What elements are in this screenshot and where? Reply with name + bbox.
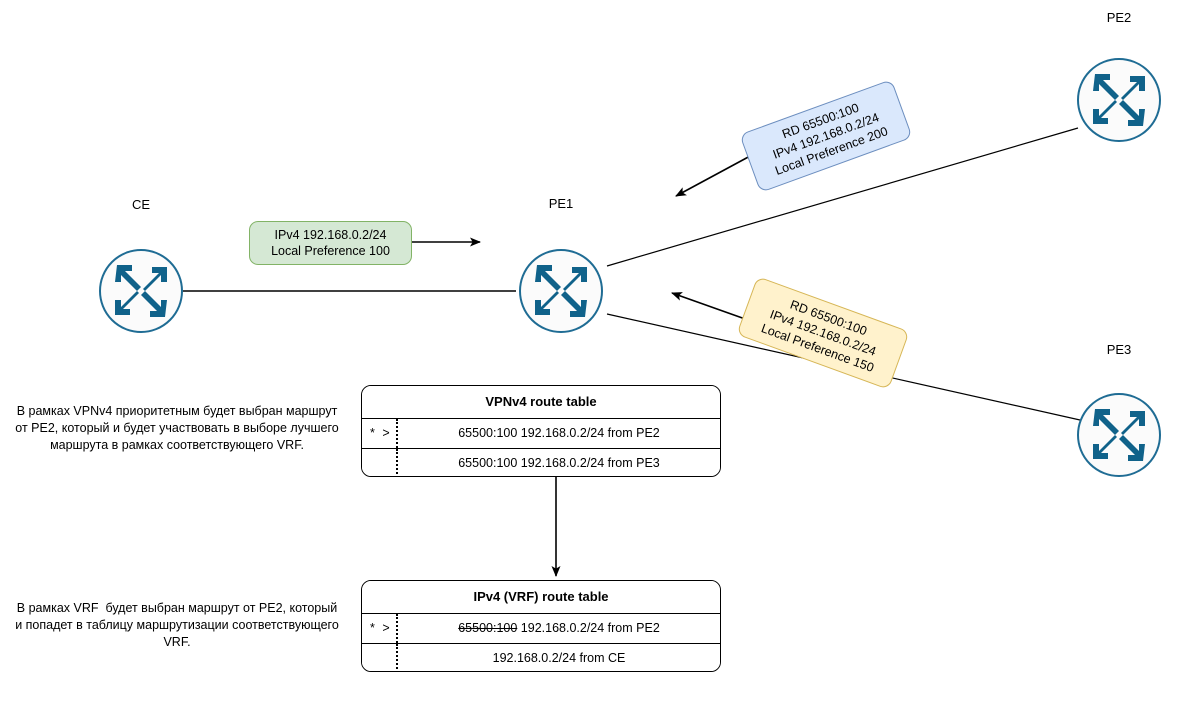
- message-label-ce-to-pe1[interactable]: IPv4 192.168.0.2/24 Local Preference 100: [249, 221, 412, 265]
- router-icon: [1093, 74, 1145, 126]
- arrow-pe3-advert: [671, 292, 749, 321]
- table-row[interactable]: * > 65500:100 192.168.0.2/24 from PE2: [362, 419, 720, 448]
- vrf-route-table: IPv4 (VRF) route table * > 65500:100 192…: [361, 580, 721, 672]
- row-divider-dots: [396, 449, 398, 476]
- route-entry: 192.168.0.2/24 from CE: [492, 651, 626, 665]
- router-pe2[interactable]: [1077, 58, 1161, 142]
- message-label-pe3-to-pe1[interactable]: RD 65500:100 IPv4 192.168.0.2/24 Local P…: [736, 276, 910, 390]
- message-line: IPv4 192.168.0.2/24: [274, 228, 387, 242]
- table-row[interactable]: 65500:100 192.168.0.2/24 from PE3: [362, 448, 720, 476]
- message-line: Local Preference 100: [271, 244, 390, 258]
- caption-vrf: В рамках VRF будет выбран маршрут от PE2…: [15, 601, 343, 649]
- route-entry: 65500:100 192.168.0.2/24 from PE3: [458, 456, 660, 470]
- route-entry: 65500:100 192.168.0.2/24 from PE2: [362, 614, 720, 643]
- best-path-marker: * >: [370, 426, 392, 440]
- node-label-pe3: PE3: [1106, 342, 1132, 357]
- router-icon: [1093, 409, 1145, 461]
- removed-route-distinguisher: 65500:100: [458, 621, 518, 635]
- message-label-pe2-to-pe1[interactable]: RD 65500:100 IPv4 192.168.0.2/24 Local P…: [739, 79, 913, 193]
- router-pe1[interactable]: [519, 249, 603, 333]
- row-divider-dots: [396, 614, 398, 643]
- best-path-marker: * >: [370, 621, 392, 635]
- row-divider-dots: [396, 644, 398, 671]
- router-ce[interactable]: [99, 249, 183, 333]
- table-row[interactable]: * > 65500:100 192.168.0.2/24 from PE2: [362, 614, 720, 643]
- node-label-pe1: PE1: [548, 196, 574, 211]
- router-icon: [115, 265, 167, 317]
- router-icon: [535, 265, 587, 317]
- vpnv4-route-table: VPNv4 route table * > 65500:100 192.168.…: [361, 385, 721, 477]
- node-label-pe2: PE2: [1106, 10, 1132, 25]
- vrf-table-title: IPv4 (VRF) route table: [362, 581, 720, 614]
- table-row[interactable]: 192.168.0.2/24 from CE: [362, 643, 720, 671]
- caption-vpnv4: В рамках VPNv4 приоритетным будет выбран…: [15, 404, 343, 452]
- vpnv4-table-title: VPNv4 route table: [362, 386, 720, 419]
- row-divider-dots: [396, 419, 398, 448]
- route-entry: 65500:100 192.168.0.2/24 from PE2: [458, 426, 660, 440]
- node-label-ce: CE: [131, 197, 151, 212]
- route-entry-text: 192.168.0.2/24 from PE2: [517, 621, 660, 635]
- router-pe3[interactable]: [1077, 393, 1161, 477]
- arrow-pe2-advert: [675, 154, 753, 197]
